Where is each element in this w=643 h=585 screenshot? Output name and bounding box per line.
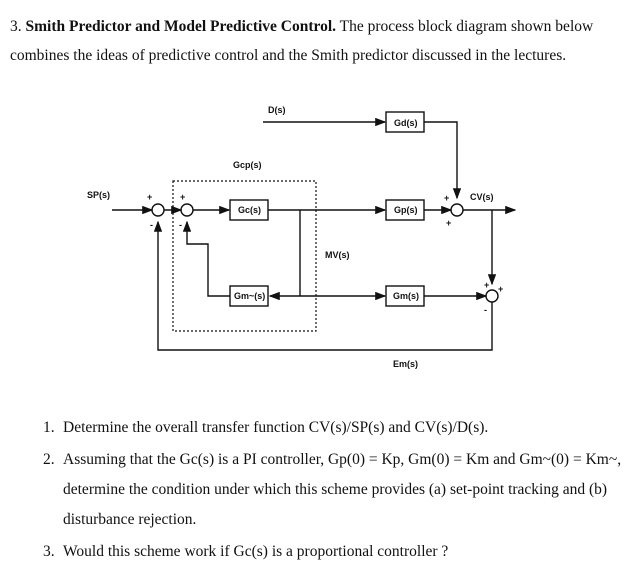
sign-plus-5: + <box>484 280 489 290</box>
question-item: 1. Determine the overall transfer functi… <box>43 413 635 443</box>
label-gm: Gm(s) <box>393 291 419 301</box>
sign-minus-1: - <box>150 220 153 230</box>
sign-plus-1: + <box>147 192 152 202</box>
sign-plus-6: + <box>498 284 503 294</box>
label-gmtilde: Gm~(s) <box>234 291 265 301</box>
gcp-region <box>172 180 317 332</box>
problem-intro: The process block diagram shown below co… <box>10 18 594 64</box>
sign-plus-4: + <box>446 218 451 228</box>
sign-minus-4: - <box>484 305 487 315</box>
label-gp: Gp(s) <box>394 205 418 215</box>
question-text: Assuming that the Gc(s) is a PI controll… <box>63 451 622 528</box>
question-number: 2. <box>43 451 55 468</box>
problem-statement: 3. Smith Predictor and Model Predictive … <box>10 12 635 70</box>
question-item: 2. Assuming that the Gc(s) is a PI contr… <box>43 445 635 535</box>
summing-junction-1 <box>151 203 165 217</box>
question-list: 1. Determine the overall transfer functi… <box>43 413 635 569</box>
problem-title: Smith Predictor and Model Predictive Con… <box>25 18 337 35</box>
label-cv: CV(s) <box>470 192 494 202</box>
label-d: D(s) <box>268 105 286 115</box>
question-text: Would this scheme work if Gc(s) is a pro… <box>63 543 449 560</box>
summing-junction-4 <box>485 289 499 303</box>
question-number: 3. <box>43 543 55 560</box>
label-gd: Gd(s) <box>394 118 418 128</box>
summing-junction-2 <box>180 203 194 217</box>
block-diagram: + - + - + + + + - SP(s) D(s) Gd(s) Gcp(s… <box>87 105 517 369</box>
summing-junction-3 <box>450 203 464 217</box>
label-sp: SP(s) <box>87 190 110 200</box>
label-em: Em(s) <box>393 359 418 369</box>
sign-plus-2: + <box>180 192 185 202</box>
question-item: 3. Would this scheme work if Gc(s) is a … <box>43 537 635 567</box>
label-gc: Gc(s) <box>238 205 261 215</box>
question-text: Determine the overall transfer function … <box>63 419 489 436</box>
label-gcp: Gcp(s) <box>233 160 262 170</box>
label-mv: MV(s) <box>325 250 350 260</box>
problem-number: 3. <box>10 18 22 35</box>
sign-minus-2: - <box>179 220 182 230</box>
question-number: 1. <box>43 419 55 436</box>
sign-plus-3: + <box>444 193 449 203</box>
